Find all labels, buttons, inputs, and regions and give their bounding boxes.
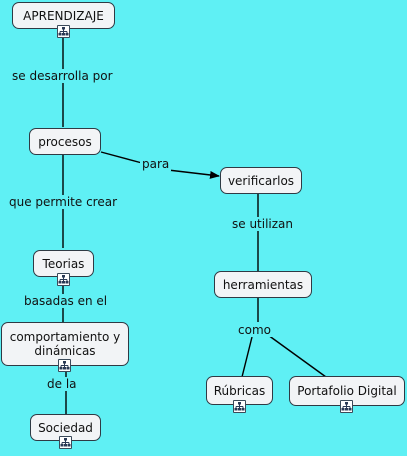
concept-map-resource-icon[interactable] [233,400,246,413]
concept-map-resource-icon[interactable] [57,25,70,38]
link-label-basadas-en-el: basadas en el [22,294,110,308]
node-verificarlos-label: verificarlos [227,173,295,188]
link-label-se-desarrolla-por: se desarrolla por [10,69,115,83]
concept-map-resource-icon[interactable] [58,359,71,372]
node-portafolio[interactable]: Portafolio Digital [289,376,405,406]
node-teorias-label: Teorias [42,256,85,271]
node-herramientas-label: herramientas [222,277,304,292]
link-label-de-la: de la [45,377,79,391]
node-comportamiento-label: comportamiento y dinámicas [9,330,121,358]
node-aprendizaje-label: APRENDIZAJE [23,8,104,23]
node-rubricas-label: Rúbricas [213,383,266,398]
link-label-como: como [236,323,273,337]
line-para-verificarlos [167,169,220,179]
node-verificarlos[interactable]: verificarlos [220,167,302,194]
node-procesos[interactable]: procesos [29,128,101,155]
node-comportamiento[interactable]: comportamiento y dinámicas [1,322,129,366]
node-herramientas[interactable]: herramientas [214,271,312,298]
concept-map-resource-icon[interactable] [340,400,353,413]
node-sociedad-label: Sociedad [38,420,93,435]
node-procesos-label: procesos [38,134,92,149]
line-procesos-para [100,151,143,164]
line-como-rubricas [241,336,253,378]
line-como-portafolio [267,334,327,378]
link-label-que-permite-crear: que permite crear [7,195,120,209]
link-label-para: para [140,157,172,171]
link-label-se-utilizan: se utilizan [230,217,296,231]
node-teorias[interactable]: Teorias [33,250,94,277]
concept-map-resource-icon[interactable] [57,273,70,286]
concept-map-resource-icon[interactable] [59,436,72,449]
node-portafolio-label: Portafolio Digital [297,384,397,398]
